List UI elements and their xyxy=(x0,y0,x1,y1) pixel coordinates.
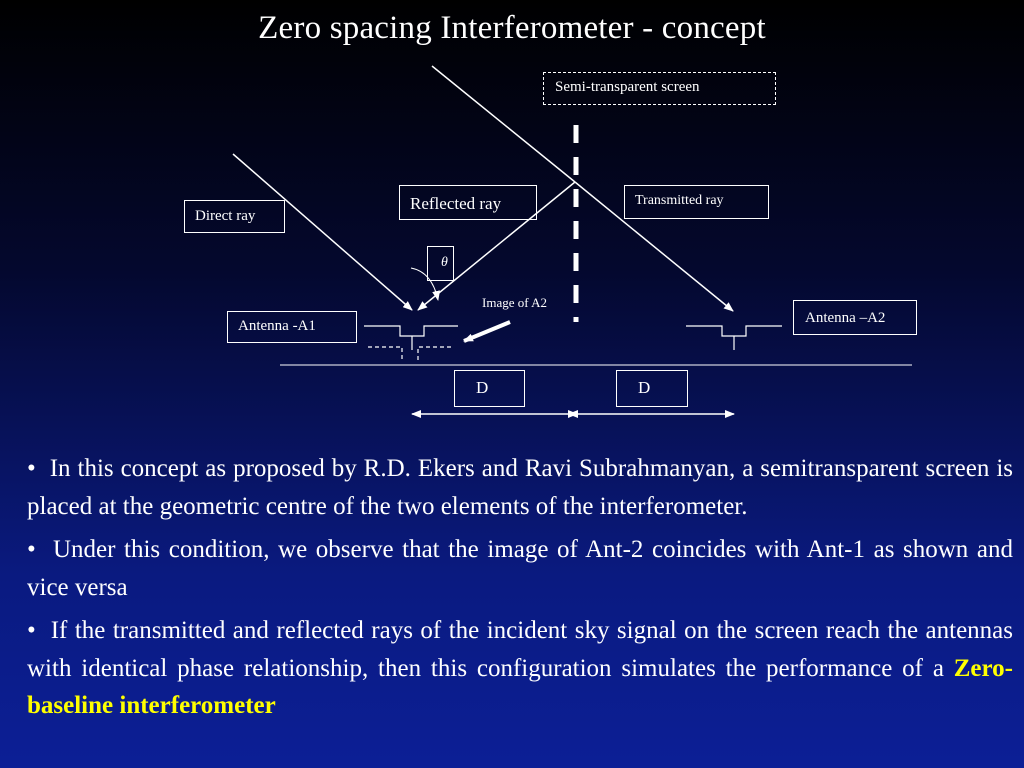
bullet-item: • In this concept as proposed by R.D. Ek… xyxy=(27,450,1013,525)
image-of-a2-label: Image of A2 xyxy=(482,295,547,310)
antenna-a2-symbol xyxy=(686,325,782,350)
theta-label: θ xyxy=(427,246,454,281)
distance-d-right-label: D xyxy=(616,370,688,407)
image-of-a2-arrow xyxy=(463,320,511,343)
direct-ray-label: Direct ray xyxy=(184,200,285,233)
highlight-text: Zero-baseline interferometer xyxy=(27,654,1013,720)
incident-ray xyxy=(431,65,576,183)
bullet-text: If the transmitted and reflected rays of… xyxy=(27,617,1013,682)
bullet-text: Under this condition, we observe that th… xyxy=(27,536,1013,601)
transmitted-ray-label: Transmitted ray xyxy=(624,185,769,219)
reflected-ray-label: Reflected ray xyxy=(399,185,537,220)
bullet-item: • If the transmitted and reflected rays … xyxy=(27,612,1013,725)
slide-title: Zero spacing Interferometer - concept xyxy=(258,10,766,46)
distance-d-left-label: D xyxy=(454,370,525,407)
bullet-marker: • xyxy=(27,455,36,482)
theta-arc xyxy=(410,267,441,301)
antenna-a1-symbol xyxy=(364,325,458,360)
bullet-marker: • xyxy=(27,617,36,644)
semi-transparent-screen-label: Semi-transparent screen xyxy=(543,72,776,105)
bullet-list: • In this concept as proposed by R.D. Ek… xyxy=(27,450,1013,731)
antenna-a2-label: Antenna –A2 xyxy=(793,300,917,335)
direct-ray-line xyxy=(232,153,413,311)
interferometer-diagram xyxy=(232,65,782,418)
antenna-a1-label: Antenna -A1 xyxy=(227,311,357,343)
bullet-text: In this concept as proposed by R.D. Eker… xyxy=(27,455,1013,520)
transmitted-ray-line xyxy=(574,181,734,312)
bullet-marker: • xyxy=(27,536,36,563)
reflected-ray-line xyxy=(417,181,576,311)
bullet-item: • Under this condition, we observe that … xyxy=(27,531,1013,606)
